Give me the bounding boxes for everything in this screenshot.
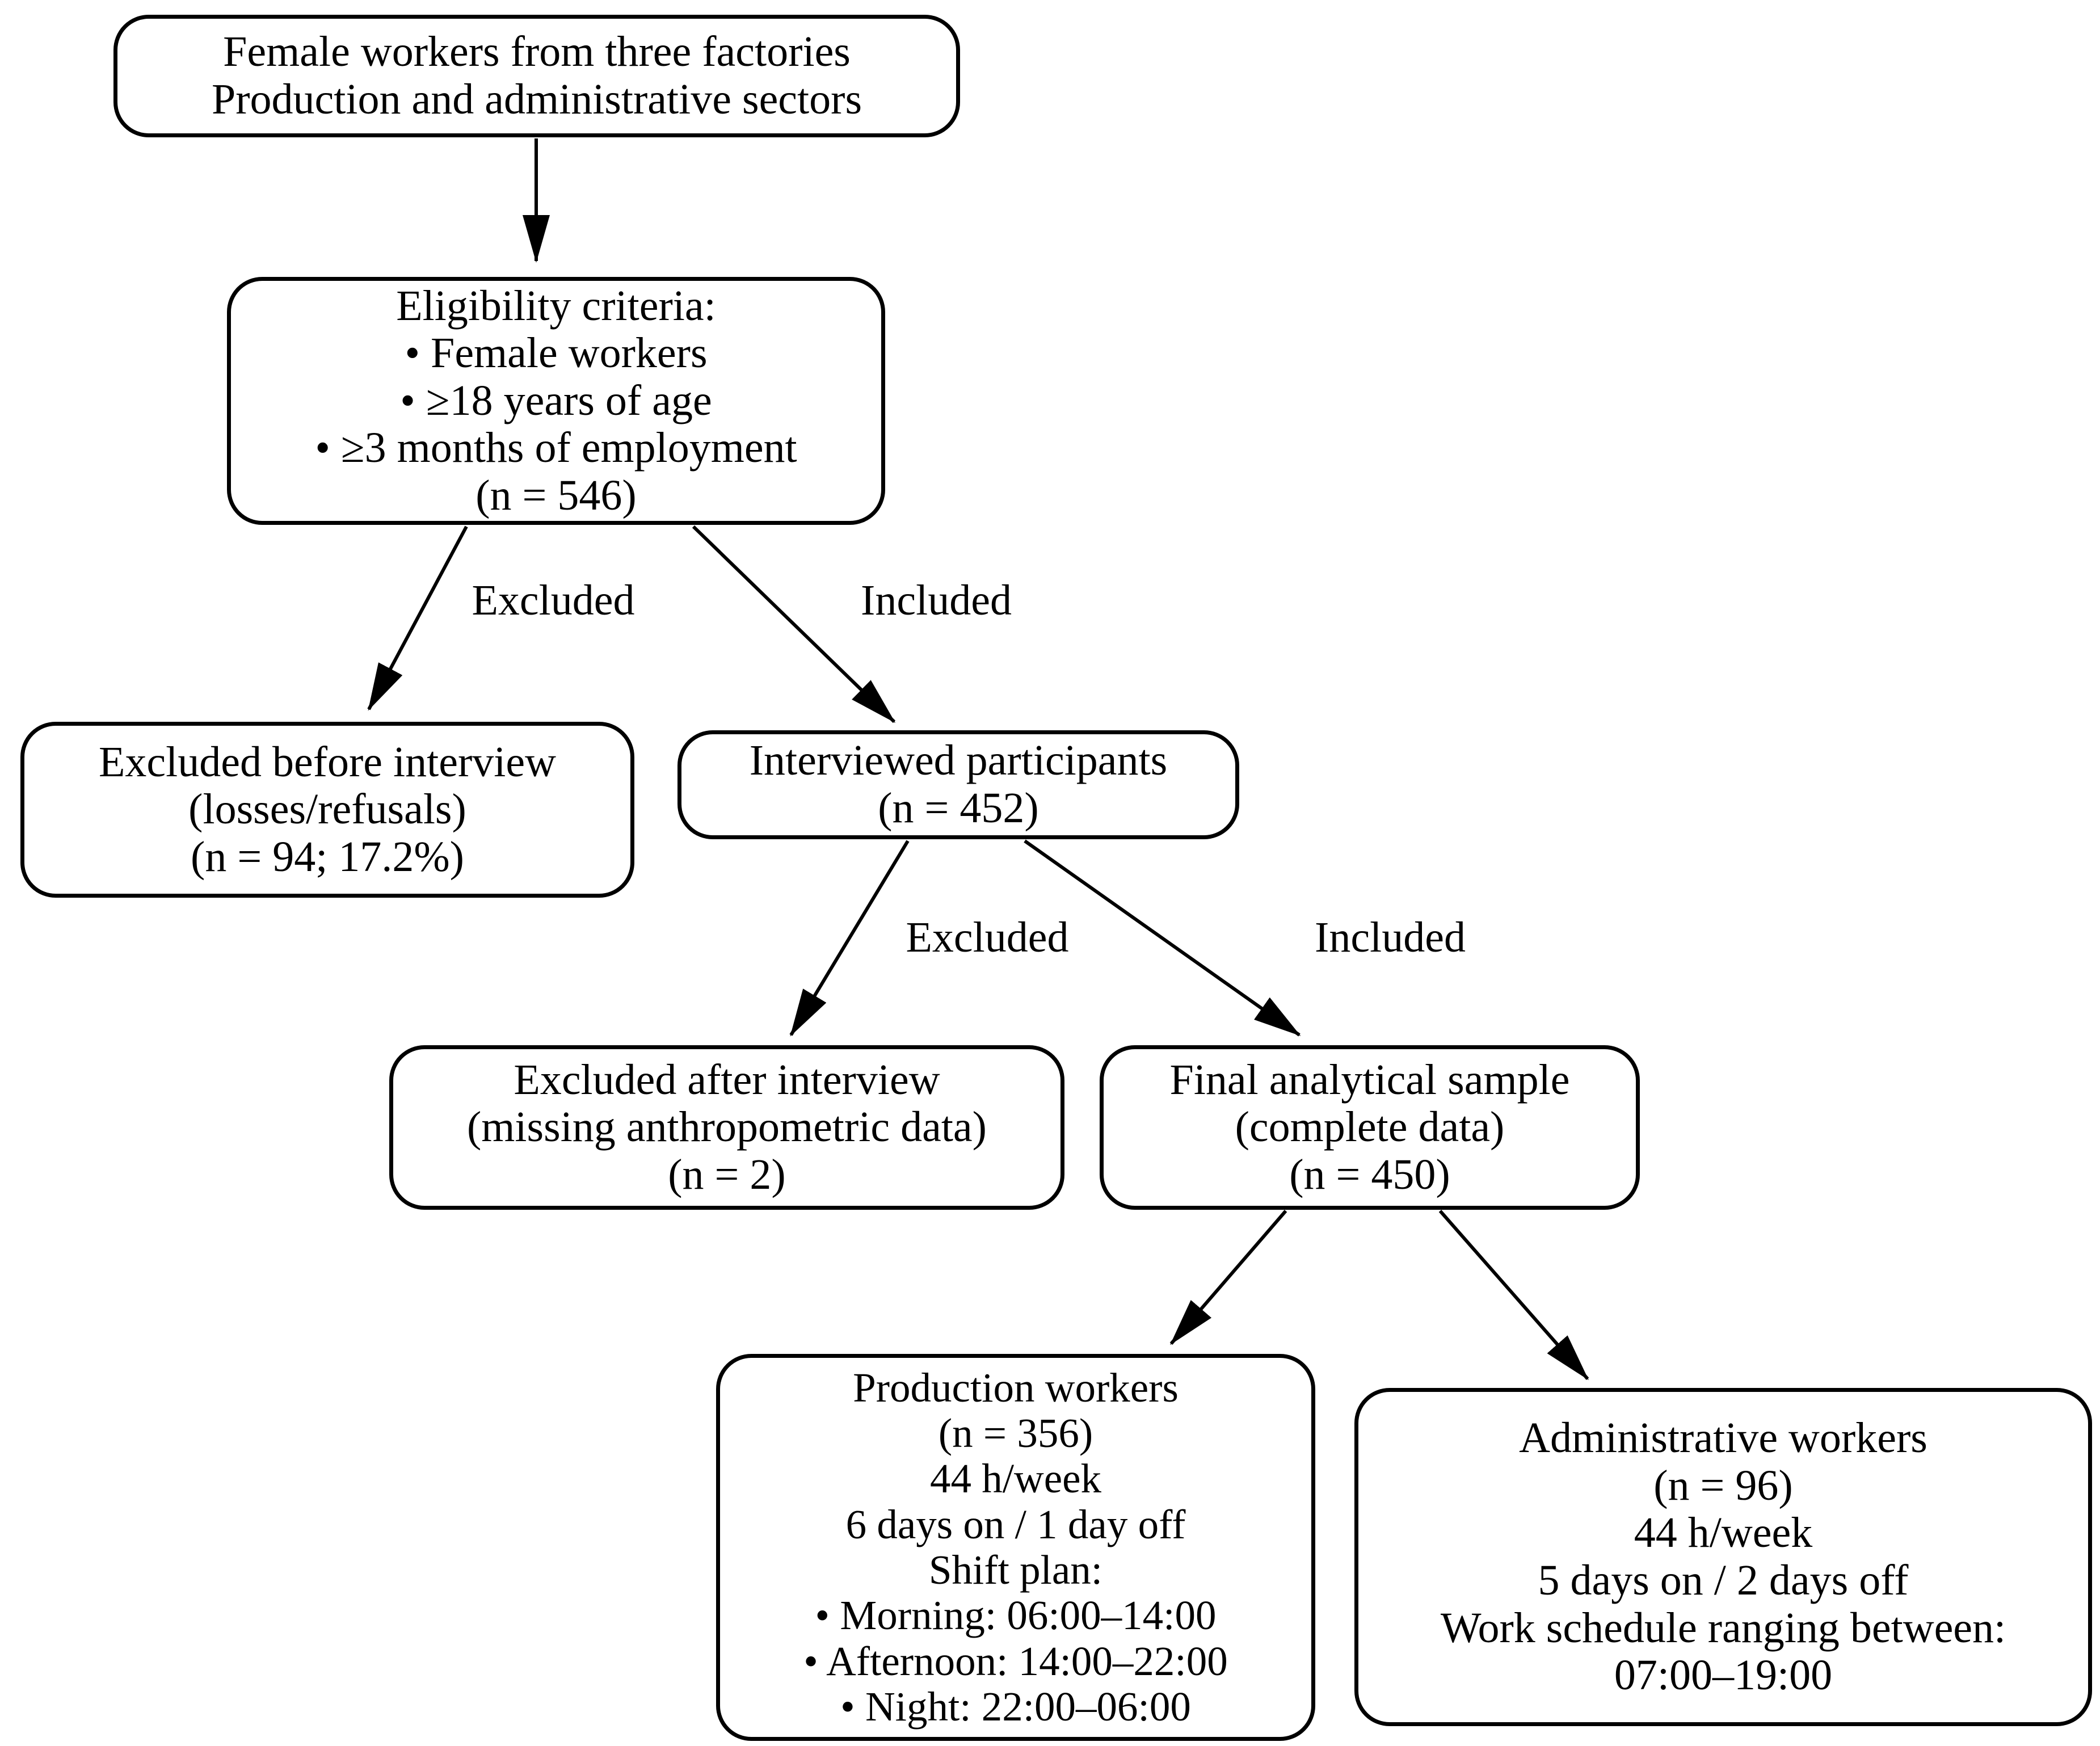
node-eligibility-criteria: Eligibility criteria: • Female workers •… bbox=[227, 277, 885, 525]
node-line: Eligibility criteria: bbox=[396, 281, 716, 330]
node-line: Production workers bbox=[853, 1364, 1179, 1411]
node-line: (missing anthropometric data) bbox=[467, 1103, 987, 1151]
node-line: (losses/refusals) bbox=[188, 785, 466, 834]
node-line: (n = 356) bbox=[938, 1410, 1093, 1457]
arrow-eligibility-to-excluded-before bbox=[367, 525, 468, 711]
arrow-eligibility-to-interviewed bbox=[692, 525, 896, 723]
node-production-workers: Production workers (n = 356) 44 h/week 6… bbox=[716, 1354, 1315, 1741]
node-line: Female workers from three factories bbox=[223, 28, 851, 76]
node-line: • Morning: 06:00–14:00 bbox=[815, 1592, 1217, 1639]
edge-label-excluded-split2: Excluded bbox=[906, 914, 1069, 961]
node-line: • ≥3 months of employment bbox=[315, 424, 797, 472]
arrow-interviewed-to-final-sample bbox=[1024, 839, 1301, 1037]
node-final-analytical-sample: Final analytical sample (complete data) … bbox=[1100, 1045, 1640, 1210]
node-line: (complete data) bbox=[1235, 1103, 1505, 1151]
node-line: 07:00–19:00 bbox=[1614, 1651, 1833, 1699]
node-line: Work schedule ranging between: bbox=[1440, 1604, 2006, 1652]
node-line: 6 days on / 1 day off bbox=[845, 1501, 1186, 1547]
node-line: Production and administrative sectors bbox=[211, 75, 862, 123]
node-excluded-after-interview: Excluded after interview (missing anthro… bbox=[389, 1045, 1064, 1210]
node-line: (n = 2) bbox=[668, 1150, 786, 1198]
node-line: 5 days on / 2 days off bbox=[1538, 1556, 1909, 1604]
edge-label-included-split1: Included bbox=[861, 577, 1012, 624]
node-excluded-before-interview: Excluded before interview (losses/refusa… bbox=[20, 722, 634, 898]
arrow-interviewed-to-excluded-after bbox=[789, 840, 910, 1037]
node-line: Excluded before interview bbox=[98, 738, 557, 786]
arrow-final-sample-to-production bbox=[1169, 1210, 1287, 1345]
node-administrative-workers: Administrative workers (n = 96) 44 h/wee… bbox=[1354, 1388, 2092, 1726]
node-line: 44 h/week bbox=[1634, 1509, 1813, 1557]
node-line: (n = 96) bbox=[1653, 1461, 1793, 1509]
node-line: (n = 450) bbox=[1289, 1150, 1450, 1198]
edge-label-included-split2: Included bbox=[1315, 914, 1466, 961]
node-line: Final analytical sample bbox=[1169, 1055, 1570, 1104]
node-line: Excluded after interview bbox=[514, 1055, 940, 1104]
node-line: 44 h/week bbox=[929, 1455, 1102, 1502]
node-line: (n = 452) bbox=[878, 784, 1039, 832]
node-line: (n = 546) bbox=[475, 471, 637, 519]
arrow-final-sample-to-administrative bbox=[1438, 1210, 1589, 1381]
node-source-population: Female workers from three factories Prod… bbox=[113, 15, 960, 137]
node-line: • Female workers bbox=[405, 329, 708, 377]
node-line: • Night: 22:00–06:00 bbox=[840, 1683, 1191, 1730]
node-line: (n = 94; 17.2%) bbox=[191, 832, 464, 881]
node-line: Interviewed participants bbox=[749, 737, 1168, 785]
node-line: Administrative workers bbox=[1519, 1414, 1928, 1462]
node-line: • Afternoon: 14:00–22:00 bbox=[803, 1638, 1228, 1684]
node-line: Shift plan: bbox=[928, 1547, 1103, 1593]
node-interviewed-participants: Interviewed participants (n = 452) bbox=[677, 730, 1239, 839]
edge-label-excluded-split1: Excluded bbox=[472, 577, 635, 624]
node-line: • ≥18 years of age bbox=[400, 376, 712, 424]
